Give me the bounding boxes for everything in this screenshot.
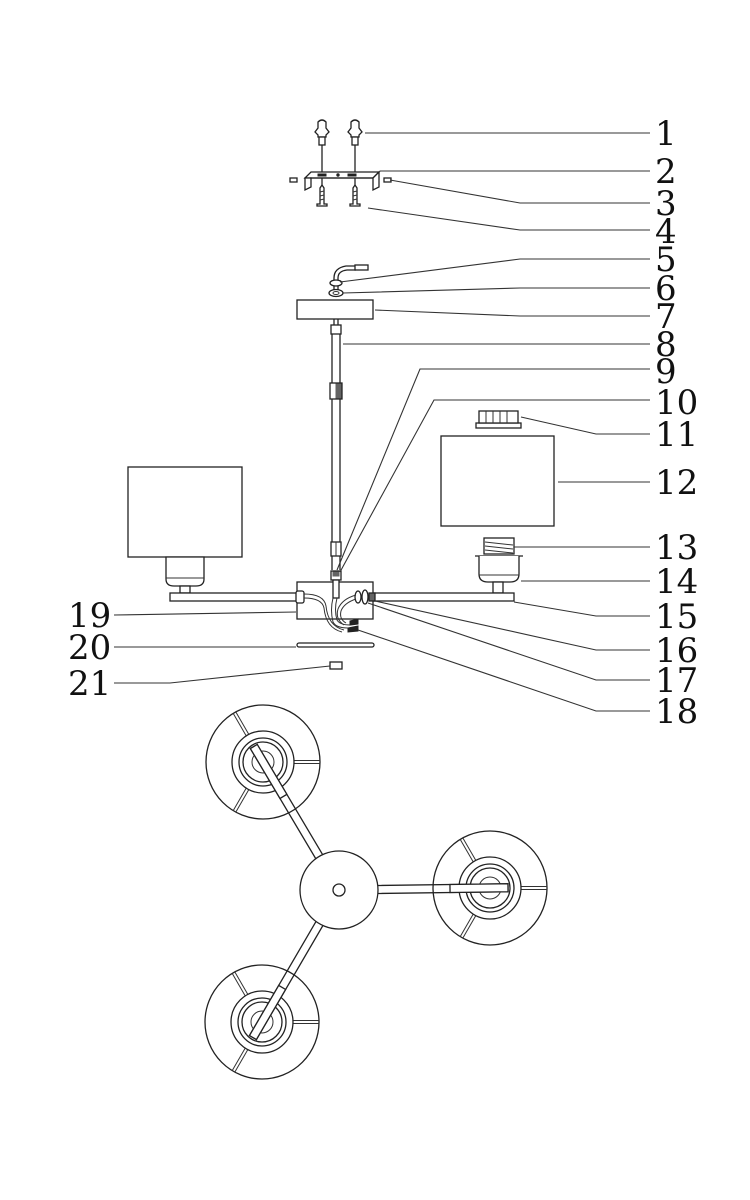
mounting-bracket <box>303 170 381 192</box>
ceiling-canopy <box>296 299 374 320</box>
callout-15: 15 <box>655 597 698 637</box>
top-view-arm-end <box>449 883 509 894</box>
callout-7: 7 <box>655 297 677 337</box>
top-view-shade-rib <box>462 837 477 861</box>
socket-cup <box>475 555 523 594</box>
arm-right <box>373 592 515 602</box>
callout-12: 12 <box>655 463 698 503</box>
top-view-shade-rib <box>234 1049 249 1073</box>
threaded-nipple <box>330 570 342 599</box>
top-view-socket-inner <box>241 1001 283 1043</box>
shade-ring <box>475 410 522 429</box>
callout-16: 16 <box>655 631 698 671</box>
top-view-socket-inner <box>242 741 284 783</box>
top-view-shade <box>205 704 321 820</box>
arm-nut-left <box>295 590 305 604</box>
arm-left <box>169 592 299 602</box>
callout-20: 20 <box>68 628 111 668</box>
callout-10: 10 <box>655 383 698 423</box>
top-view-shade-rib <box>235 711 250 735</box>
top-view-shade-rib <box>235 789 250 813</box>
callout-4: 4 <box>655 212 677 252</box>
socket-thread <box>483 537 515 555</box>
top-view-shade-rib <box>459 913 474 937</box>
bracket-screw-right <box>383 177 392 183</box>
top-view-socket <box>237 997 287 1047</box>
top-view-shade-rib <box>232 713 247 737</box>
lamp-shade-left <box>127 466 243 558</box>
rod-connector <box>330 541 342 557</box>
top-view-shade-rib <box>234 971 249 995</box>
top-view-shade-rib <box>231 1047 246 1071</box>
callout-14: 14 <box>655 562 698 602</box>
callout-5: 5 <box>655 240 677 280</box>
top-view-arm-end <box>248 984 287 1041</box>
wood-screw-right <box>349 183 361 207</box>
callout-9: 9 <box>655 352 677 392</box>
arm-nut-right <box>361 589 376 605</box>
callout-17: 17 <box>655 661 698 701</box>
rod-coupler <box>329 382 343 400</box>
callout-18: 18 <box>655 692 698 732</box>
top-view-socket-core <box>251 750 275 774</box>
top-view-ring <box>231 730 295 794</box>
bracket-screw-left <box>289 177 298 183</box>
callout-2: 2 <box>655 152 677 192</box>
wall-anchor-right <box>347 119 363 188</box>
washer <box>328 288 344 298</box>
lamp-shade-right <box>440 435 555 527</box>
top-view-shade-rib <box>462 915 477 939</box>
arm-washer <box>354 590 362 604</box>
callout-21: 21 <box>68 664 111 704</box>
callout-19: 19 <box>68 596 111 636</box>
callout-3: 3 <box>655 184 677 224</box>
leader-lines <box>113 132 650 712</box>
callout-13: 13 <box>655 528 698 568</box>
internal-wiring <box>303 593 357 633</box>
top-view-arm-end <box>249 743 288 800</box>
top-view <box>204 704 548 1080</box>
top-view-shade-rib <box>459 839 474 863</box>
top-view-socket-core <box>250 1010 274 1034</box>
wire-connectors <box>347 618 359 633</box>
down-rod <box>330 319 342 570</box>
top-view-shade-rib <box>232 787 247 811</box>
top-view-socket <box>238 737 288 787</box>
socket-left <box>165 556 205 594</box>
callout-11: 11 <box>655 415 698 455</box>
finial <box>329 661 343 670</box>
wood-screw-left <box>316 183 328 207</box>
bottom-plate <box>296 642 375 648</box>
callout-6: 6 <box>655 269 677 309</box>
top-view-hub-center <box>332 883 346 897</box>
top-view-hub <box>299 850 379 930</box>
top-view-ring <box>230 990 294 1054</box>
callout-1: 1 <box>655 114 677 154</box>
top-view-shade-rib <box>231 973 246 997</box>
top-view-shade <box>432 830 548 946</box>
wall-anchor-left <box>314 119 330 188</box>
cable-nut <box>329 279 343 287</box>
supply-cable <box>333 264 369 290</box>
top-view-shade <box>204 964 320 1080</box>
callout-numbers: 1 2 3 4 5 6 7 8 9 10 11 12 13 14 15 16 1… <box>68 114 698 732</box>
callout-8: 8 <box>655 325 677 365</box>
